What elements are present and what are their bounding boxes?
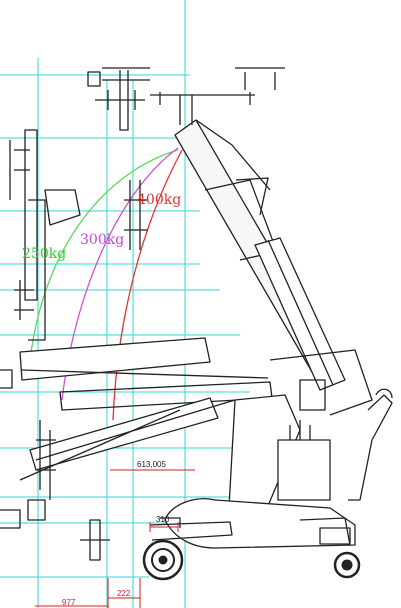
load-curve-250 — [29, 149, 179, 361]
load-curve-400 — [112, 149, 183, 421]
crane-structure — [0, 67, 393, 561]
load-label-300: 300kg — [80, 232, 124, 248]
rear-wheel — [333, 551, 361, 579]
dimension-222: 222 — [117, 589, 131, 598]
dimension-613: 613,005 — [137, 460, 166, 469]
load-label-250: 250kg — [22, 246, 66, 262]
dimension-lines — [35, 469, 195, 608]
dimension-310: 310 — [156, 515, 170, 524]
dimension-977: 977 — [62, 598, 76, 607]
front-wheel — [142, 539, 184, 581]
load-label-400: 400kg — [137, 192, 181, 208]
